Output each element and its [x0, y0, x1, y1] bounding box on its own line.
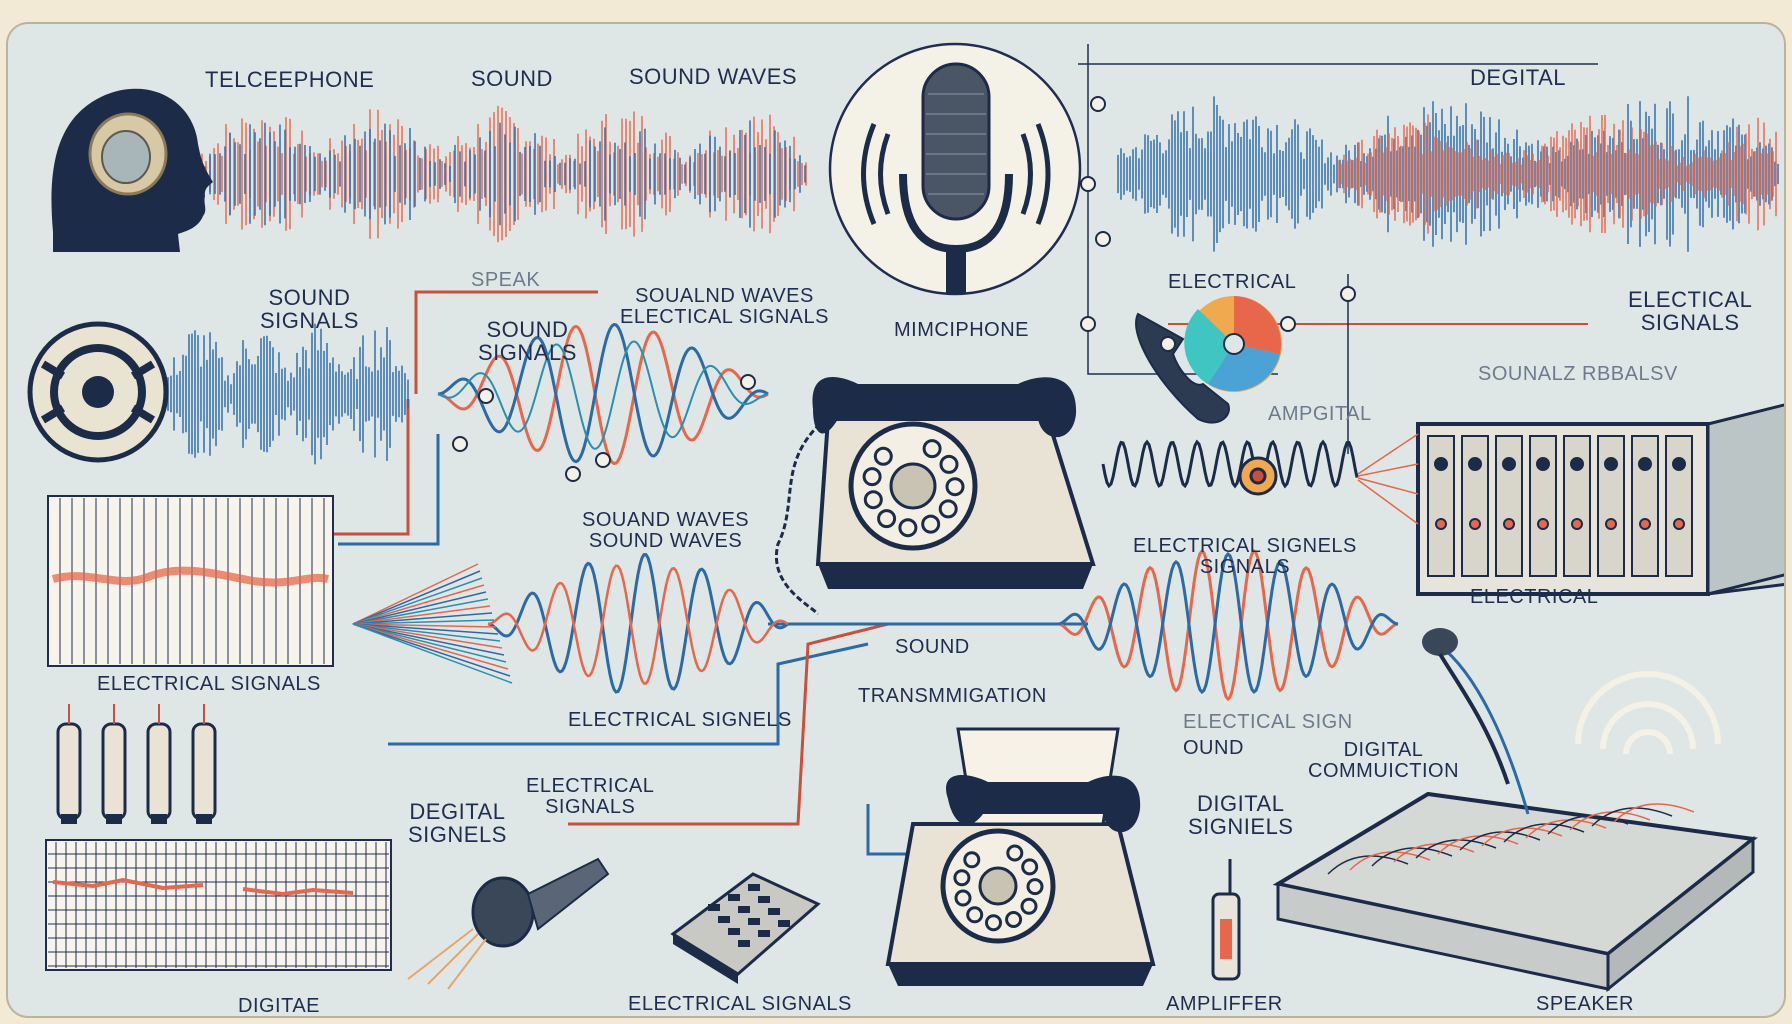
- label-microphone: MIMCIPHONE: [894, 319, 1029, 341]
- sine-right-red: [1057, 549, 1399, 702]
- label-digital-signels-right: DIGITAL SIGNIELS: [1188, 791, 1294, 840]
- waveform-digital-blue: [1117, 96, 1779, 252]
- cd-disc-icon: [1184, 296, 1282, 392]
- label-amplifier: AMPLIFFER: [1166, 993, 1283, 1015]
- label-digital-communication: DIGITAL COMMUICTION: [1308, 739, 1460, 782]
- label-electrical-top: ELECTRICAL: [1168, 271, 1297, 293]
- signal-grid-bottom: [45, 839, 392, 971]
- label-electical-sig-faint: ELECTICAL SIGN: [1183, 711, 1353, 733]
- wire-blue-left: [338, 434, 440, 546]
- amplifier-device-icon: [1211, 859, 1241, 981]
- wire-red: [414, 290, 598, 394]
- sine-right-blue: [1057, 551, 1399, 695]
- label-sound-waves-top: SOUND WAVES: [629, 64, 798, 89]
- wire-blue-stub: [866, 804, 908, 856]
- label-electical-signals-right: ELECTICAL SIGNALS: [1628, 287, 1753, 336]
- label-electrical-signals-bottom: ELECTRICAL SIGNALS: [628, 993, 852, 1015]
- label-transmission: TRANSMMIGATION: [858, 685, 1047, 707]
- wire-blue-lower: [388, 642, 869, 746]
- label-digitae: DIGITAE: [238, 995, 321, 1017]
- label-amgital: AMPGITAL: [1268, 403, 1372, 425]
- rotary-telephone-icon: [774, 376, 1096, 616]
- label-ound: OUND: [1183, 737, 1244, 759]
- label-sound-mid: SOUND: [895, 636, 970, 658]
- wires: [333, 44, 1598, 856]
- keypad-device-icon: [670, 872, 821, 984]
- label-sound-waves-electrical: SOUALND WAVES ELECTICAL SIGNALS: [620, 285, 829, 328]
- speaker-board-icon: [1272, 628, 1758, 993]
- microphone-icon: [828, 42, 1082, 296]
- label-speaker: SPEAKER: [1536, 993, 1634, 1015]
- sine-center-blue: [487, 553, 789, 694]
- label-digital-top: DEGITAL: [1470, 65, 1567, 90]
- waveform-tape: [167, 323, 409, 465]
- label-sound-waves-center: SOUAND WAVES SOUND WAVES: [582, 509, 750, 552]
- signal-fan: [352, 563, 513, 684]
- coil-cable: [1101, 439, 1359, 496]
- rotary-telephone-icon: [885, 727, 1156, 986]
- telephone-handset-icon: [1135, 312, 1230, 424]
- infographic-panel: TELCEEPHONE SOUND SOUND WAVES DEGITAL SP…: [6, 22, 1786, 1018]
- label-speak: SPEAK: [471, 269, 541, 291]
- sine-blue: [437, 322, 769, 464]
- label-degital-signels: DEGITAL SIGNELS: [408, 799, 507, 848]
- label-electrical-signals-lower: ELECTRICAL SIGNALS: [526, 775, 655, 818]
- diagram-canvas: [27, 42, 1784, 993]
- signal-grid-left: [47, 495, 334, 667]
- sine-center-red: [487, 564, 789, 685]
- vacuum-tube-icon: [56, 704, 217, 824]
- signal-nodes: [452, 96, 1356, 482]
- waveform-digital-red: [1337, 114, 1777, 234]
- tape-reel-icon: [27, 321, 169, 463]
- sine-teal: [437, 340, 769, 450]
- label-sound-signals-mid: SOUND SIGNALS: [478, 317, 577, 366]
- label-electrical-rack: ELECTRICAL: [1470, 586, 1599, 608]
- label-electrical-signels: ELECTRICAL SIGNELS: [568, 709, 792, 731]
- label-sound-signals-left: SOUND SIGNALS: [260, 285, 359, 334]
- wire-red-lower: [568, 622, 889, 826]
- amplifier-rack-icon: [1357, 403, 1784, 596]
- cable-plug-icon: [407, 857, 610, 990]
- wire-red-left: [333, 399, 410, 536]
- label-telephone: TELCEEPHONE: [205, 67, 375, 92]
- head-silhouette-icon: [51, 88, 213, 252]
- label-sounalz: SOUNALZ RBBALSV: [1478, 363, 1678, 385]
- label-electrical-signals-right-mid: ELECTRICAL SIGNELS SIGNALS: [1133, 535, 1357, 578]
- label-electrical-signals-left: ELECTRICAL SIGNALS: [97, 673, 321, 695]
- label-sound-top: SOUND: [471, 66, 553, 91]
